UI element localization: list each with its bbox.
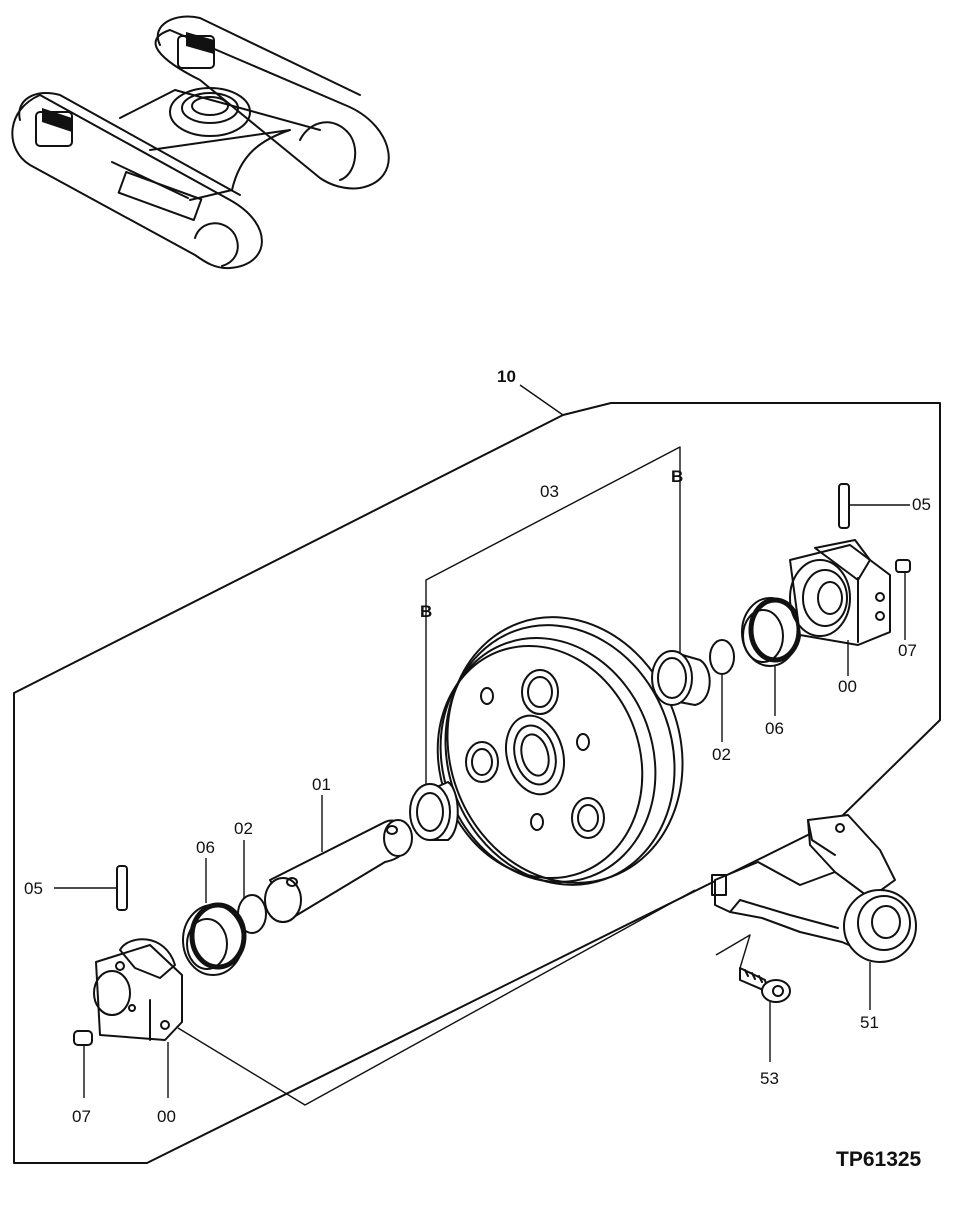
- pin-left: [116, 865, 128, 911]
- set-screw-right: [895, 559, 911, 573]
- label-05-right: 05: [912, 495, 931, 514]
- bushing-left: [409, 781, 459, 841]
- assembly-boundary: [13, 384, 941, 1164]
- label-03: 03: [540, 482, 559, 501]
- figure-code: TP61325: [836, 1148, 922, 1171]
- label-b-right: B: [671, 467, 683, 486]
- assembly-callout: 10: [497, 367, 516, 386]
- undercarriage-overview: [11, 15, 390, 270]
- label-00-left: 00: [157, 1107, 176, 1126]
- label-06-right: 06: [765, 719, 784, 738]
- label-51: 51: [860, 1013, 879, 1032]
- label-53: 53: [760, 1069, 779, 1088]
- label-07-right: 07: [898, 641, 917, 660]
- label-02-left: 02: [234, 819, 253, 838]
- support-block-left: [93, 938, 183, 1041]
- o-ring-right: [709, 639, 735, 675]
- left-block-connector: [177, 889, 696, 1106]
- label-07-left: 07: [72, 1107, 91, 1126]
- label-00-right: 00: [838, 677, 857, 696]
- seal-left: [182, 902, 247, 976]
- label-01: 01: [312, 775, 331, 794]
- support-block-right: [789, 539, 891, 646]
- yoke-bracket: [711, 814, 917, 963]
- bolt-connector: [715, 934, 751, 969]
- label-b-left: B: [420, 602, 432, 621]
- idler-wheel: [436, 616, 684, 886]
- label-05-left: 05: [24, 879, 43, 898]
- label-06-left: 06: [196, 838, 215, 857]
- bolt: [739, 967, 791, 1003]
- set-screw-left: [73, 1030, 93, 1046]
- shaft: [264, 819, 413, 923]
- label-02-right: 02: [712, 745, 731, 764]
- bushing-bracket: [425, 446, 681, 665]
- bushing-right: [651, 650, 711, 706]
- pin-right: [838, 483, 850, 529]
